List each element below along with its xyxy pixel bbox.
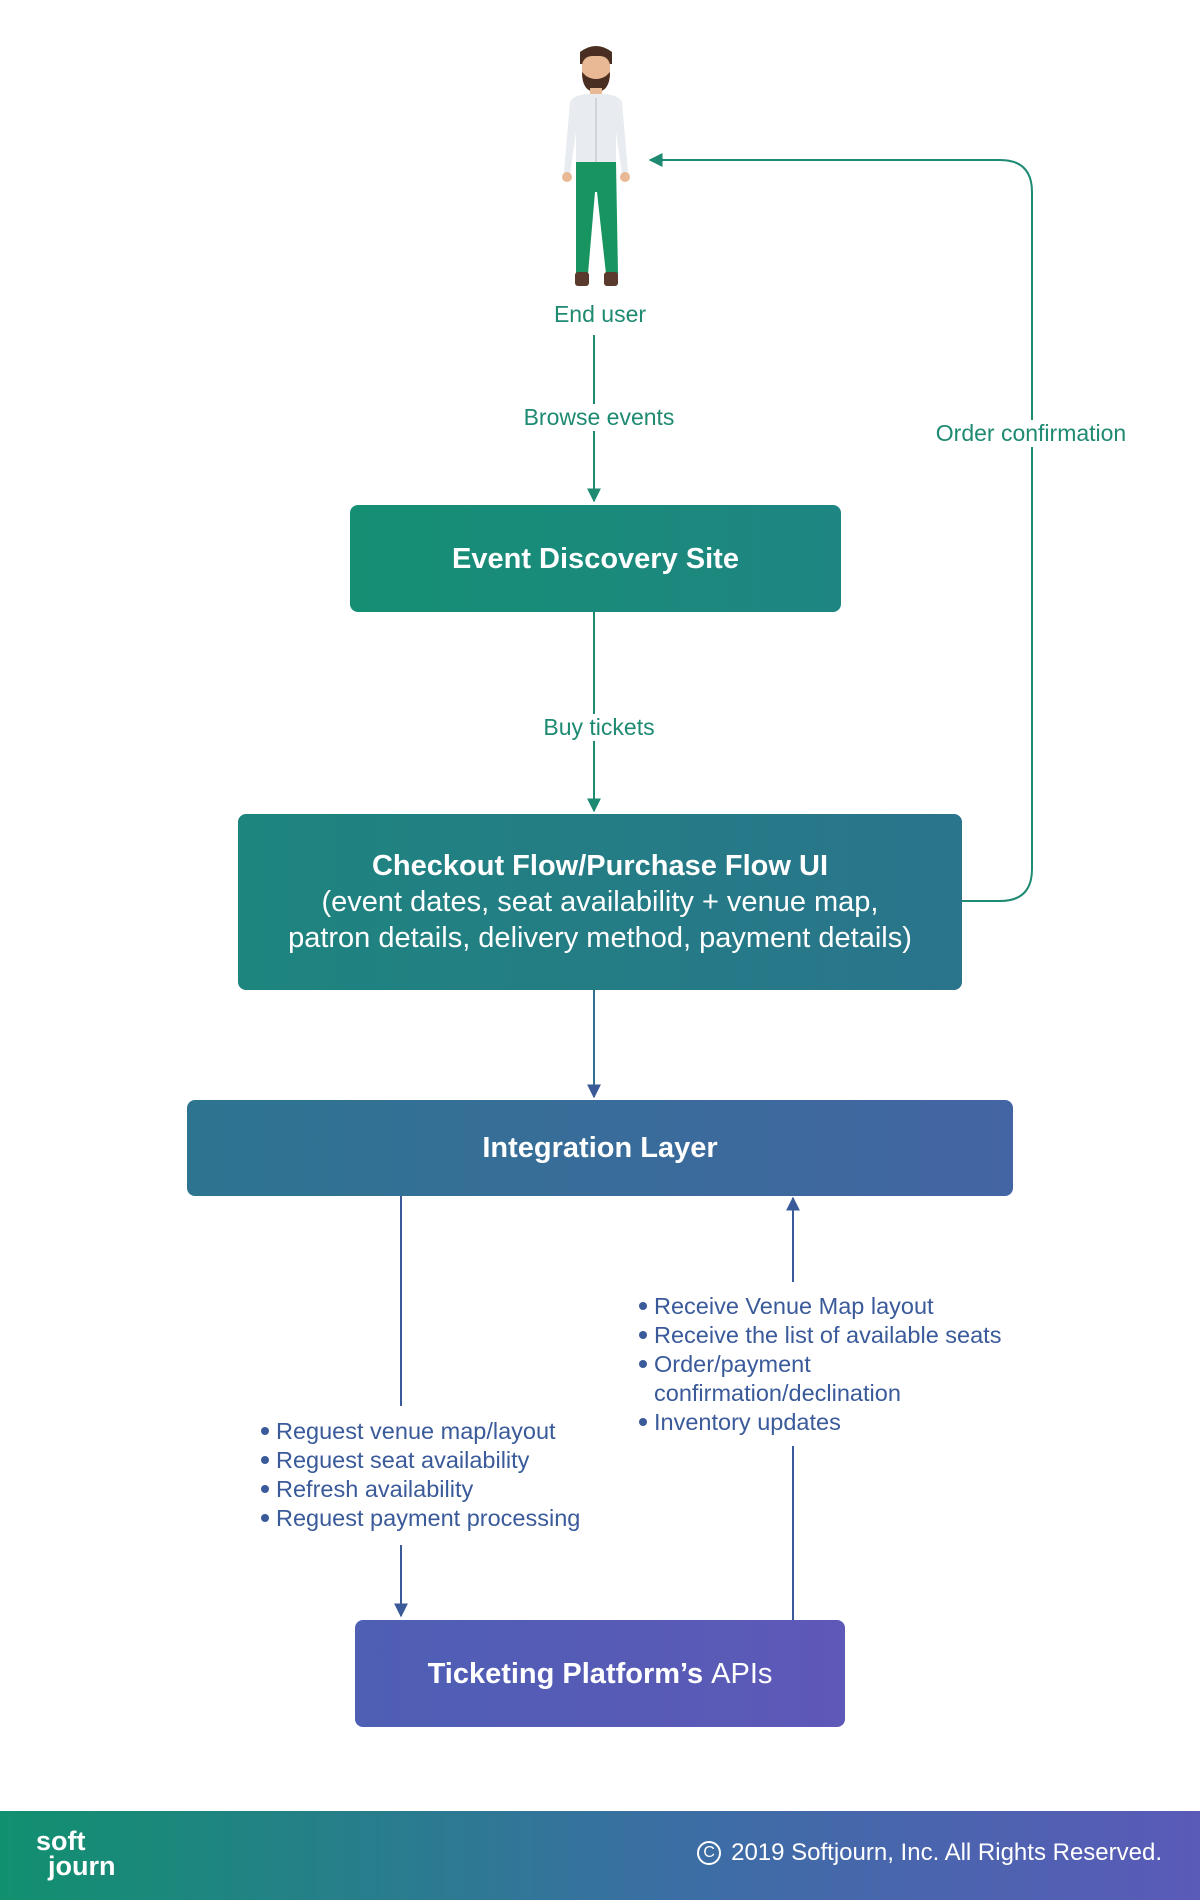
checkout-flow-details-line1: (event dates, seat availability + venue … — [321, 886, 879, 918]
checkout-flow-details-line2: patron details, delivery method, payment… — [288, 922, 912, 954]
response-item: Receive Venue Map layout — [638, 1292, 1018, 1321]
checkout-flow-box: Checkout Flow/Purchase Flow UI (event da… — [238, 814, 962, 990]
buy-tickets-label: Buy tickets — [539, 714, 659, 741]
logo-line2: journ — [48, 1851, 116, 1881]
event-discovery-site-title: Event Discovery Site — [452, 542, 739, 575]
edge-order-confirmation — [648, 153, 1033, 902]
end-user-label: End user — [553, 301, 647, 327]
event-discovery-site-box: Event Discovery Site — [350, 505, 841, 612]
end-user-icon — [562, 46, 630, 286]
response-list: Receive Venue Map layout Receive the lis… — [638, 1292, 1018, 1437]
response-item: Order/payment confirmation/declination — [638, 1350, 901, 1408]
checkout-flow-title: Checkout Flow/Purchase Flow UI — [371, 850, 828, 882]
request-item: Reguest venue map/layout — [260, 1417, 580, 1446]
ticketing-platform-apis-box: Ticketing Platform’s APIs — [355, 1620, 845, 1727]
ticketing-apis-title: APIs — [711, 1657, 773, 1690]
copyright-text: 2019 Softjourn, Inc. All Rights Reserved… — [731, 1839, 1162, 1866]
footer-bar: soft journ C 2019 Softjourn, Inc. All Ri… — [0, 1811, 1200, 1900]
copyright-icon: C — [697, 1841, 722, 1865]
request-list: Reguest venue map/layout Reguest seat av… — [260, 1417, 580, 1533]
copyright-notice: C 2019 Softjourn, Inc. All Rights Reserv… — [697, 1839, 1162, 1867]
request-item: Reguest payment processing — [260, 1504, 580, 1533]
request-item: Reguest seat availability — [260, 1446, 580, 1475]
response-item: Receive the list of available seats — [638, 1321, 1018, 1350]
softjourn-logo: soft journ — [36, 1826, 116, 1881]
ticketing-platform-title: Ticketing Platform’s — [427, 1657, 704, 1690]
browse-events-label: Browse events — [519, 404, 679, 431]
order-confirmation-label: Order confirmation — [931, 420, 1131, 447]
integration-layer-title: Integration Layer — [482, 1132, 718, 1164]
request-item: Refresh availability — [260, 1475, 580, 1504]
logo-line1: soft — [36, 1826, 86, 1856]
integration-layer-box: Integration Layer — [187, 1100, 1013, 1196]
response-item: Inventory updates — [638, 1408, 1018, 1437]
